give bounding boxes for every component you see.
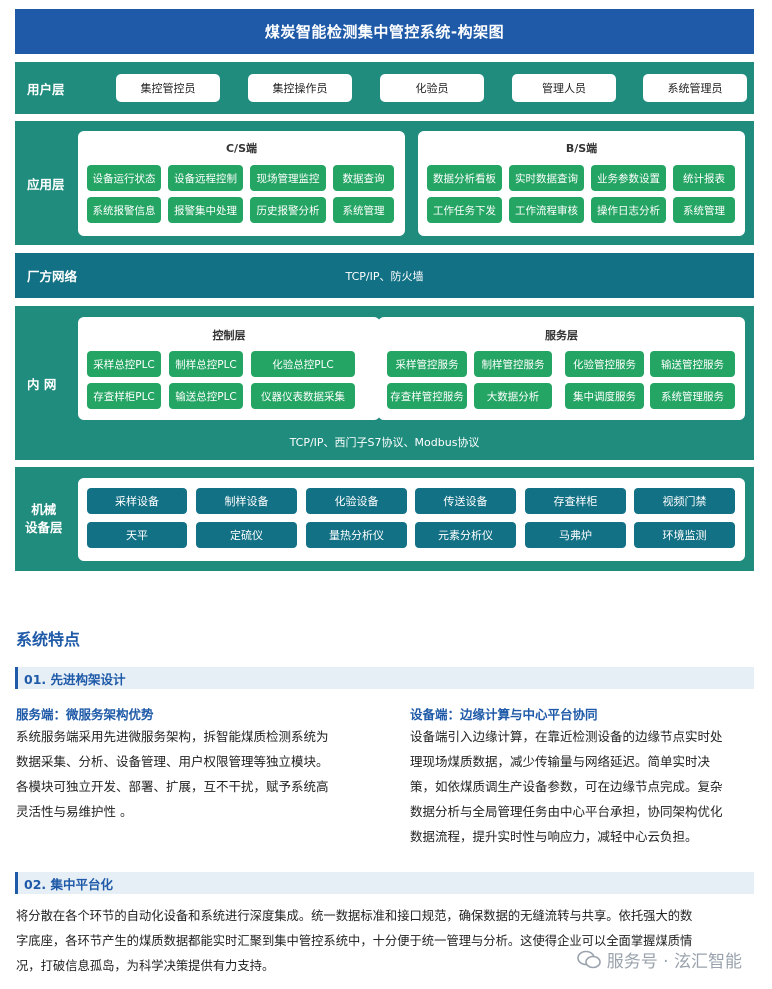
bs-module: 业务参数设置 (591, 165, 666, 191)
bs-module: 数据分析看板 (427, 165, 502, 191)
service-module: 制样管控服务 (474, 351, 552, 377)
watermark: 服务号 · 泫汇智能 (572, 947, 746, 972)
feature-2-title: 02. 集中平台化 (15, 872, 754, 894)
cs-panel-title: C/S端 (225, 142, 257, 155)
feature-1-right-text: 设备端引入边缘计算，在靠近检测设备的边缘节点实时处 理现场煤质数据，减少传输量与… (410, 724, 760, 849)
text-line: 况，打破信息孤岛，为科学决策提供有力支持。 (16, 959, 275, 973)
text-line: 灵活性与易维护性 。 (16, 804, 133, 819)
service-module: 集中调度服务 (565, 383, 644, 409)
watermark-text: 服务号 · 泫汇智能 (606, 952, 742, 972)
device-item: 天平 (87, 522, 187, 548)
role-pill: 集控管控员 (116, 74, 220, 102)
device-item: 存查样柜 (525, 488, 626, 514)
device-layer-label: 机械 设备层 (25, 467, 63, 571)
text-line: 字底座，各环节产生的煤质数据都能实时汇聚到集中管控系统中，十分便于统一管理与分析… (16, 934, 693, 948)
cs-module: 现场管理监控 (250, 165, 326, 191)
control-panel: 控制层 采样总控PLC 制样总控PLC 化验总控PLC 存查样柜PLC 输送总控… (78, 317, 380, 420)
service-panel: 服务层 采样管控服务 制样管控服务 化验管控服务 输送管控服务 存查样管控服务 … (378, 317, 745, 420)
bs-module: 操作日志分析 (591, 197, 666, 223)
cs-module: 系统报警信息 (87, 197, 161, 223)
cs-module: 系统管理 (333, 197, 394, 223)
intranet-layer: 内 网 控制层 采样总控PLC 制样总控PLC 化验总控PLC 存查样柜PLC … (15, 306, 754, 460)
device-item: 视频门禁 (634, 488, 735, 514)
control-module: 仪器仪表数据采集 (251, 383, 355, 409)
factory-network-protocol: TCP/IP、防火墙 (345, 270, 424, 283)
device-item: 马弗炉 (525, 522, 626, 548)
feature-1-title: 01. 先进构架设计 (15, 667, 754, 689)
device-panel: 采样设备 制样设备 化验设备 传送设备 存查样柜 视频门禁 天平 定硫仪 量热分… (78, 478, 745, 561)
intranet-label: 内 网 (27, 376, 57, 392)
device-item: 环境监测 (634, 522, 735, 548)
cs-module: 历史报警分析 (250, 197, 326, 223)
cs-module: 报警集中处理 (168, 197, 243, 223)
device-item: 制样设备 (196, 488, 297, 514)
device-item: 采样设备 (87, 488, 187, 514)
application-layer-label: 应用层 (27, 176, 65, 192)
bs-panel-title: B/S端 (565, 142, 598, 155)
device-layer-label-line2: 设备层 (25, 520, 63, 535)
service-module: 系统管理服务 (650, 383, 735, 409)
feature-1-left-heading: 服务端：微服务架构优势 (16, 707, 154, 722)
features-heading: 系统特点 (16, 630, 81, 649)
device-layer-label-line1: 机械 (31, 502, 57, 517)
service-panel-title: 服务层 (545, 329, 578, 342)
control-module: 采样总控PLC (87, 351, 161, 377)
device-item: 定硫仪 (196, 522, 297, 548)
text-line: 数据分析与全局管理任务由中心平台承担，协同架构优化 (410, 804, 723, 819)
service-module: 存查样管控服务 (387, 383, 467, 409)
role-pill: 管理人员 (512, 74, 616, 102)
diagram-title: 煤炭智能检测集中管控系统-构架图 (15, 9, 754, 54)
role-pill: 系统管理员 (643, 74, 747, 102)
bs-panel: B/S端 数据分析看板 实时数据查询 业务参数设置 统计报表 工作任务下发 工作… (418, 131, 745, 236)
service-module: 采样管控服务 (387, 351, 467, 377)
device-item: 传送设备 (415, 488, 516, 514)
text-line: 系统服务端采用先进微服务架构，拆智能煤质检测系统为 (16, 729, 329, 744)
device-layer: 机械 设备层 采样设备 制样设备 化验设备 传送设备 存查样柜 视频门禁 天平 … (15, 467, 754, 571)
control-module: 化验总控PLC (251, 351, 355, 377)
control-panel-title: 控制层 (212, 329, 246, 342)
intranet-protocol: TCP/IP、西门子S7协议、Modbus协议 (289, 436, 480, 449)
bs-module: 工作任务下发 (427, 197, 502, 223)
user-layer: 用户层 集控管控员 集控操作员 化验员 管理人员 系统管理员 (15, 62, 754, 114)
bs-module: 实时数据查询 (509, 165, 584, 191)
user-layer-label: 用户层 (27, 81, 65, 97)
text-line: 理现场煤质数据，减少传输量与网络延迟。简单实时决 (410, 754, 711, 769)
role-pill: 集控操作员 (248, 74, 352, 102)
text-line: 将分散在各个环节的自动化设备和系统进行深度集成。统一数据标准和接口规范，确保数据… (16, 909, 693, 923)
text-line: 数据流程，提升实时性与响应力，减轻中心云负担。 (410, 829, 698, 844)
text-line: 策，如依煤质调生产设备参数，可在边缘节点完成。复杂 (410, 779, 723, 794)
service-module: 化验管控服务 (565, 351, 644, 377)
bs-module: 系统管理 (673, 197, 735, 223)
feature-1-left-text: 系统服务端采用先进微服务架构，拆智能煤质检测系统为 数据采集、分析、设备管理、用… (16, 724, 376, 824)
bs-module: 工作流程审核 (509, 197, 584, 223)
device-item: 量热分析仪 (306, 522, 407, 548)
cs-panel: C/S端 设备运行状态 设备远程控制 现场管理监控 数据查询 系统报警信息 报警… (78, 131, 405, 236)
feature-2-text: 将分散在各个环节的自动化设备和系统进行深度集成。统一数据标准和接口规范，确保数据… (16, 904, 761, 979)
factory-network-label: 厂方网络 (27, 269, 78, 284)
device-item: 化验设备 (306, 488, 407, 514)
cs-module: 设备运行状态 (87, 165, 161, 191)
control-module: 制样总控PLC (169, 351, 243, 377)
device-item: 元素分析仪 (415, 522, 516, 548)
control-module: 输送总控PLC (169, 383, 243, 409)
role-pill: 化验员 (380, 74, 484, 102)
control-module: 存查样柜PLC (87, 383, 161, 409)
cs-module: 数据查询 (333, 165, 394, 191)
factory-network-layer: 厂方网络 TCP/IP、防火墙 (15, 253, 754, 298)
application-layer: 应用层 C/S端 设备运行状态 设备远程控制 现场管理监控 数据查询 系统报警信… (15, 121, 754, 245)
cs-module: 设备远程控制 (168, 165, 243, 191)
bs-module: 统计报表 (673, 165, 735, 191)
service-module: 输送管控服务 (650, 351, 735, 377)
service-module: 大数据分析 (474, 383, 552, 409)
chat-bubble-icon (576, 950, 601, 968)
feature-1-right-heading: 设备端：边缘计算与中心平台协同 (410, 707, 598, 722)
text-line: 各模块可独立开发、部署、扩展，互不干扰，赋予系统高 (16, 779, 329, 794)
text-line: 数据采集、分析、设备管理、用户权限管理等独立模块。 (16, 754, 329, 769)
text-line: 设备端引入边缘计算，在靠近检测设备的边缘节点实时处 (410, 729, 723, 744)
